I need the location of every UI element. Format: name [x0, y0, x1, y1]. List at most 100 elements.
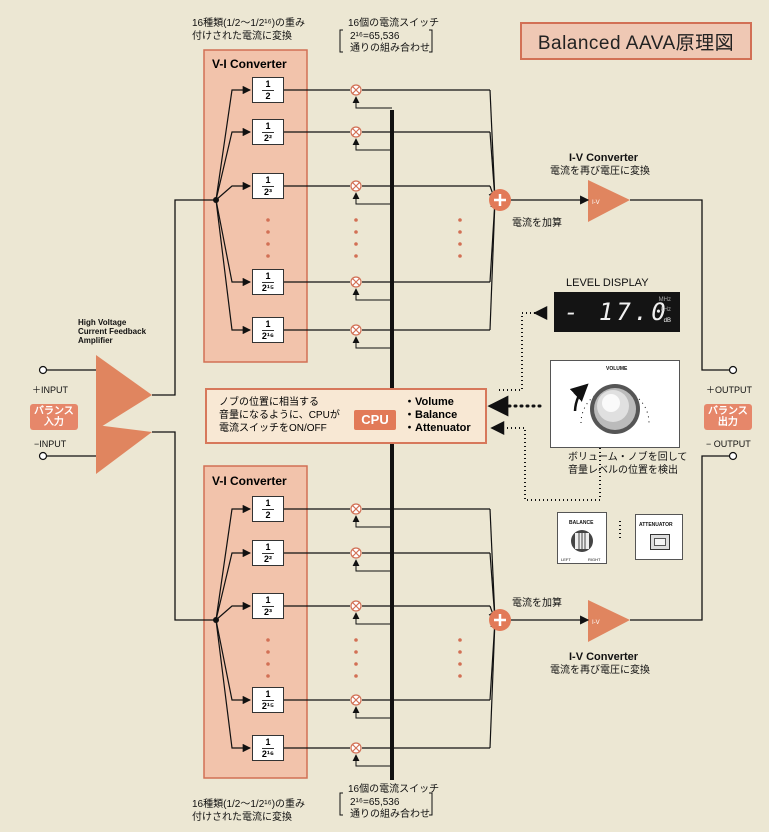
ellipsis-dot: [266, 638, 270, 642]
weights-note-bottom-1: 16種類(1/2〜1/2¹⁶)の重み: [192, 799, 306, 810]
ellipsis-dot: [354, 230, 358, 234]
sum-wire: [489, 198, 499, 331]
control-line: [352, 96, 392, 109]
cpu-tag: CPU: [354, 410, 396, 430]
balance-input-badge: バランス 入力: [30, 404, 78, 430]
ellipsis-dot: [266, 230, 270, 234]
control-line: [352, 754, 392, 767]
iv-chip-top: I-V: [592, 200, 600, 206]
balance-knob-label: BALANCE: [569, 520, 594, 526]
switch-note-top-3: 通りの組み合わせ: [350, 43, 430, 54]
switch-cross: [351, 325, 361, 335]
plus-output-label: ＋OUTPUT: [706, 385, 752, 395]
iv-triangle-bottom: [588, 600, 630, 642]
weights-note-top-2: 付けされた電流に変換: [192, 31, 292, 42]
ellipsis-dot: [458, 254, 462, 258]
ellipsis-dot: [458, 230, 462, 234]
unit-khz: kHz: [660, 307, 671, 313]
level-display: - 17.0 MHz kHz dB: [554, 292, 680, 332]
switch-note-top-2: 2¹⁶=65,536: [350, 31, 400, 42]
branch-wire: [215, 181, 252, 201]
branch-wire: [215, 127, 252, 201]
knob-caption-2: 音量レベルの位置を検出: [568, 465, 678, 476]
balance-right-label: RIGHT: [588, 557, 601, 562]
ellipsis-dot: [354, 674, 358, 678]
volume-panel: VOLUME: [550, 360, 680, 448]
iv-note-top: 電流を再び電圧に変換: [550, 166, 650, 177]
switch-note-bottom-3: 通りの組み合わせ: [350, 809, 430, 820]
switch-cross: [351, 181, 361, 191]
cpu-func-attenuator: ・Attenuator: [404, 422, 471, 434]
branch-wire: [215, 601, 252, 621]
iv-triangle-top: [588, 180, 630, 222]
balance-left-label: LEFT: [561, 557, 571, 562]
plus-input-terminal: [38, 365, 48, 375]
iv-note-bottom: 電流を再び電圧に変換: [550, 665, 650, 676]
attenuator-button[interactable]: [650, 534, 670, 550]
volume-knob-label: VOLUME: [606, 366, 628, 372]
cpu-func-balance: ・Balance: [404, 409, 458, 421]
branch-wire: [215, 619, 252, 705]
ellipsis-dot: [266, 650, 270, 654]
minus-output-label: − OUTPUT: [706, 439, 751, 449]
branch-wire: [215, 548, 252, 621]
level-display-value: - 17.0: [564, 298, 669, 326]
minus-input-terminal: [38, 451, 48, 461]
vi-converter-label-top: V-I Converter: [212, 57, 287, 71]
switch-cross: [351, 695, 361, 705]
balance-output-badge: バランス 出力: [704, 404, 752, 430]
ellipsis-dot: [266, 242, 270, 246]
plus-output-terminal: [728, 365, 738, 375]
plus-input-label: ＋INPUT: [32, 385, 69, 395]
unit-mhz: MHz: [658, 297, 671, 303]
amp-label-1: High Voltage: [78, 318, 127, 327]
ellipsis-dot: [354, 218, 358, 222]
switch-cross: [351, 548, 361, 558]
branch-wire: [215, 199, 252, 335]
cpu-func-volume: ・Volume: [404, 396, 454, 408]
sum-wire: [489, 552, 499, 622]
minus-input-label: −INPUT: [34, 439, 67, 449]
ellipsis-dot: [458, 218, 462, 222]
weights-note-bottom-2: 付けされた電流に変換: [192, 812, 292, 823]
knob-caption-1: ボリューム・ノブを回して: [568, 452, 688, 463]
attenuator-label: ATTENUATOR: [639, 522, 673, 528]
iv-converter-label-top: I-V Converter: [569, 152, 639, 164]
ellipsis-dot: [354, 650, 358, 654]
cpu-desc-2: 音量になるように、CPUが: [219, 410, 340, 421]
iv-chip-bottom: I-V: [592, 620, 600, 626]
cpu-block: ノブの位置に相当する 音量になるように、CPUが 電流スイッチをON/OFF C…: [205, 388, 487, 444]
control-line: [352, 288, 392, 301]
control-line: [352, 515, 392, 528]
control-line: [352, 138, 392, 151]
cpu-desc-1: ノブの位置に相当する: [219, 397, 319, 408]
branch-wire: [215, 199, 252, 287]
ellipsis-dot: [458, 638, 462, 642]
unit-db: dB: [663, 318, 671, 324]
amp-triangle-minus: [96, 425, 152, 474]
diagram-title: Balanced AAVA原理図: [520, 22, 752, 60]
sum-wire: [489, 131, 499, 202]
weights-note-top-1: 16種類(1/2〜1/2¹⁶)の重み: [192, 18, 306, 29]
iv-converter-label-bottom: I-V Converter: [569, 651, 639, 663]
ellipsis-dot: [354, 242, 358, 246]
sum-note-top: 電流を加算: [512, 218, 562, 229]
switch-note-bottom-2: 2¹⁶=65,536: [350, 797, 400, 808]
switch-cross: [351, 504, 361, 514]
amp-label-2: Current Feedback: [78, 327, 147, 336]
control-line: [352, 559, 392, 572]
control-line: [352, 612, 392, 625]
switch-cross: [351, 277, 361, 287]
level-display-label: LEVEL DISPLAY: [566, 277, 649, 289]
control-line: [352, 192, 392, 205]
ellipsis-dot: [354, 638, 358, 642]
ellipsis-dot: [354, 662, 358, 666]
